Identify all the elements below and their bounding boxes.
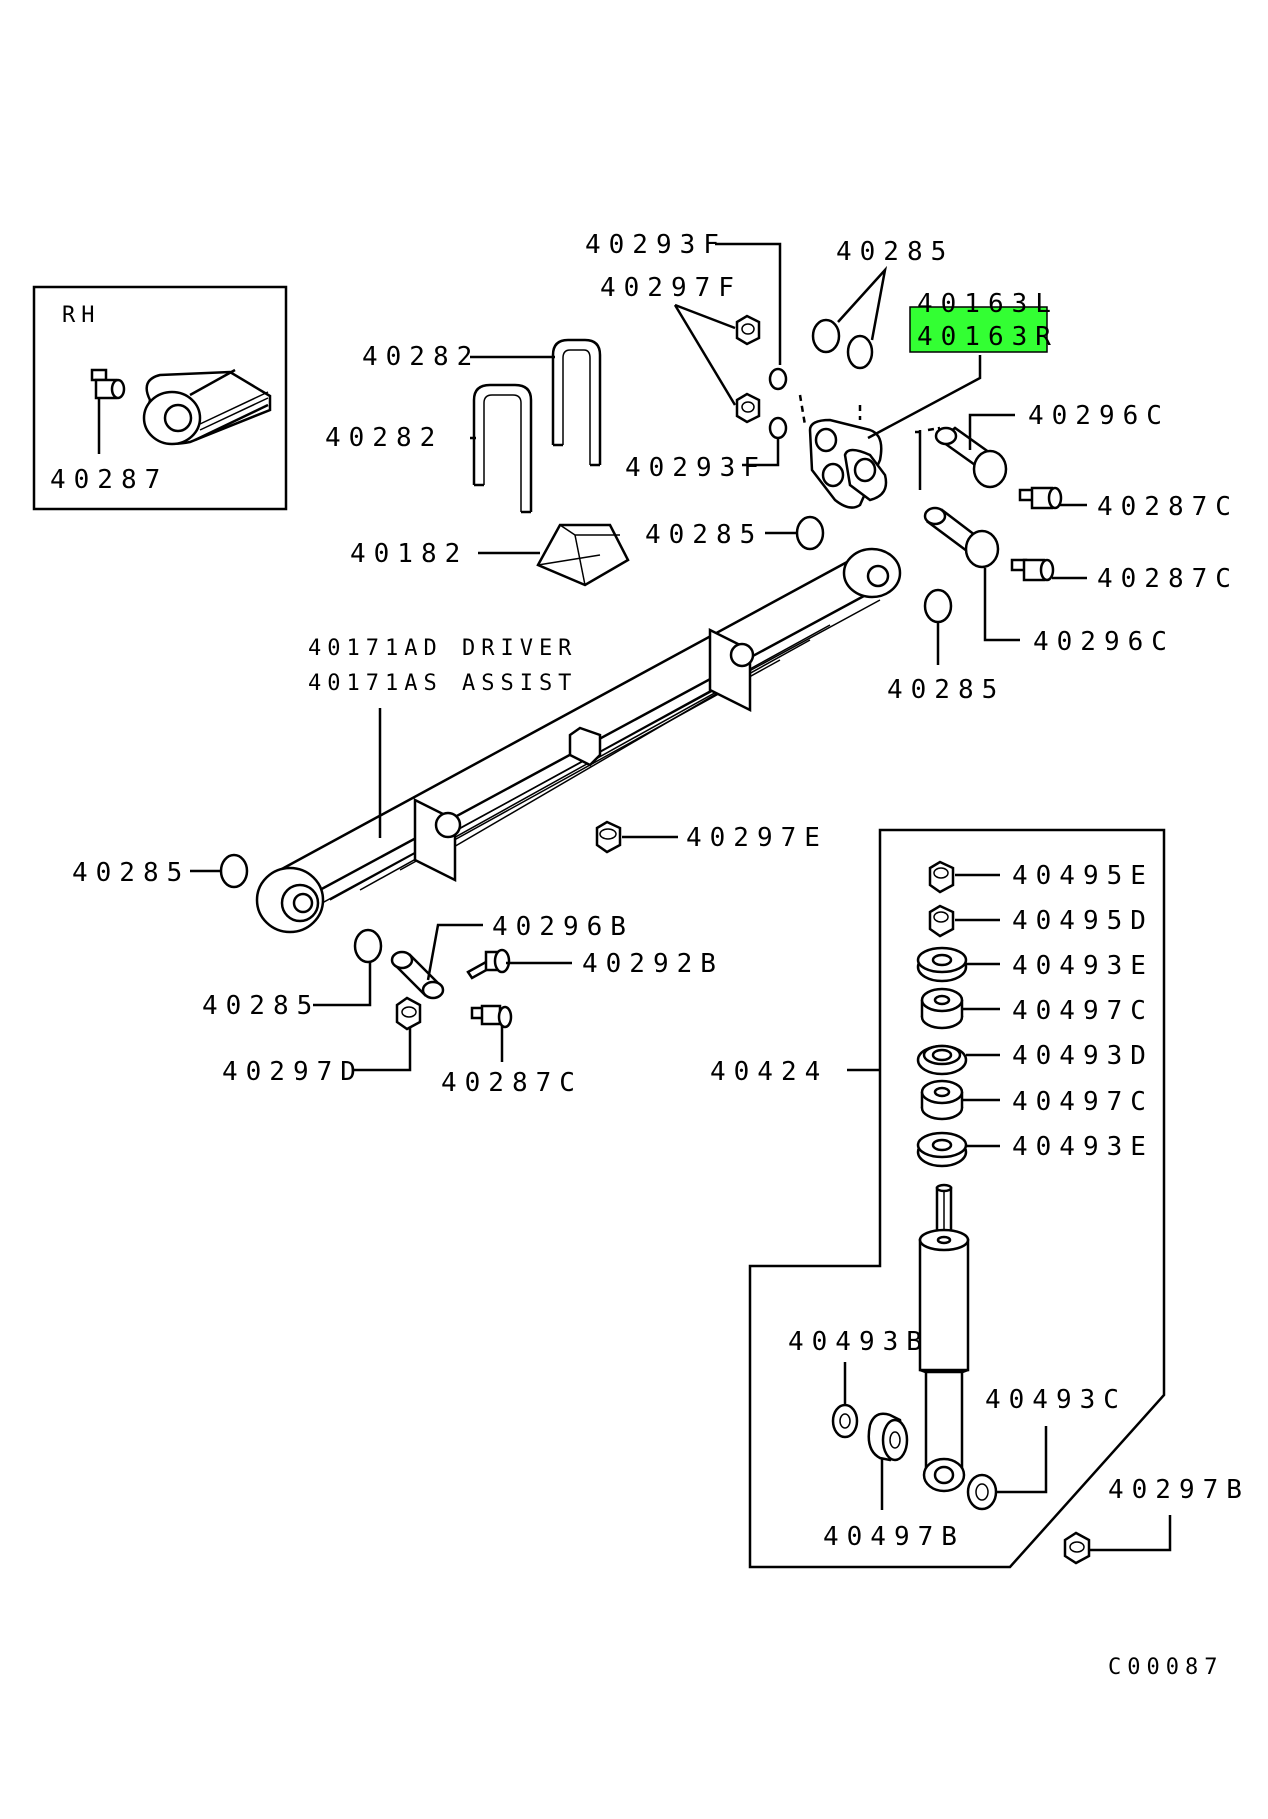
part-label-40493B[interactable]: 40493B (788, 1327, 930, 1357)
nut-40297D-icon (395, 996, 422, 1031)
shock-absorber-group-frame (748, 828, 1166, 1569)
washer-40493B-icon (831, 1403, 859, 1439)
part-label-40285-mid[interactable]: 40285 (645, 520, 763, 550)
part-label-40493D[interactable]: 40493D (1012, 1041, 1154, 1071)
washer-left-icon (219, 853, 249, 889)
part-label-40285-left[interactable]: 40285 (72, 858, 190, 888)
grease-nipple-a-icon (1018, 486, 1063, 510)
nut-40297B-icon (1063, 1531, 1091, 1565)
pin-40296B-icon (390, 950, 445, 1000)
u-bolt-rear-icon (551, 338, 602, 467)
part-label-40495D[interactable]: 40495D (1012, 906, 1154, 936)
part-label-40287-inset[interactable]: 40287 (50, 465, 168, 495)
part-label-40182[interactable]: 40182 (350, 539, 468, 569)
shock-absorber-icon (918, 1183, 970, 1493)
cup-washer-40493E-a-icon (916, 946, 968, 983)
part-label-40297D[interactable]: 40297D (222, 1057, 364, 1087)
part-label-40285-top[interactable]: 40285 (836, 237, 954, 267)
part-label-40163R[interactable]: 40163R (917, 322, 1059, 352)
part-label-40297B[interactable]: 40297B (1108, 1475, 1250, 1505)
rh-label: RH (62, 303, 101, 328)
part-label-40163L[interactable]: 40163L (917, 289, 1059, 319)
u-bolt-front-icon (472, 383, 533, 514)
part-label-40287C-b[interactable]: 40287C (1097, 564, 1239, 594)
spring-seat-icon (536, 523, 630, 587)
leaf-spring-icon (255, 547, 902, 934)
nut-40495E-icon (928, 860, 955, 894)
part-label-40287C-a[interactable]: 40287C (1097, 492, 1239, 522)
part-label-40497C-a[interactable]: 40497C (1012, 996, 1154, 1026)
part-label-40424[interactable]: 40424 (710, 1057, 828, 1087)
washer-top-b-icon (846, 334, 874, 370)
bolt-40292B-icon (466, 948, 511, 980)
cup-washer-40493D-icon (916, 1044, 968, 1076)
part-label-40493E-b[interactable]: 40493E (1012, 1132, 1154, 1162)
highlighted-part-box[interactable] (909, 306, 1048, 353)
part-label-40293F-mid[interactable]: 40293F (625, 453, 767, 483)
shackle-pin-lower-icon (923, 506, 1000, 569)
washer-40493C-icon (966, 1473, 998, 1511)
part-label-40285-right[interactable]: 40285 (887, 675, 1005, 705)
part-label-40282-b[interactable]: 40282 (325, 423, 443, 453)
part-label-40282-a[interactable]: 40282 (362, 342, 480, 372)
part-label-40493E-a[interactable]: 40493E (1012, 951, 1154, 981)
nut-40495D-icon (928, 904, 955, 938)
washer-top-a-icon (811, 318, 841, 354)
part-label-40285-low[interactable]: 40285 (202, 991, 320, 1021)
part-label-40493C[interactable]: 40493C (985, 1385, 1127, 1415)
washer-40293F-lower-icon (768, 416, 788, 440)
inset-spring-eye-icon (142, 368, 272, 446)
part-label-40171AS[interactable]: 40171AS ASSIST (308, 671, 577, 696)
washer-40293F-upper-icon (768, 367, 788, 391)
part-label-40171AD[interactable]: 40171AD DRIVER (308, 636, 577, 661)
bushing-40497B-icon (867, 1412, 909, 1462)
grease-nipple-low-icon (470, 1004, 513, 1029)
shackle-pin-upper-icon (927, 426, 1008, 489)
washer-mid-icon (795, 515, 825, 551)
inset-bolt-icon (90, 368, 126, 400)
part-label-40297E[interactable]: 40297E (686, 823, 828, 853)
bushing-40497C-a-icon (920, 987, 964, 1030)
bushing-40497C-b-icon (920, 1079, 964, 1121)
part-label-40297F[interactable]: 40297F (600, 273, 742, 303)
shackle-plate-icon (798, 394, 888, 509)
part-label-40497B[interactable]: 40497B (823, 1522, 965, 1552)
rh-inset: RH 40287 (32, 285, 288, 511)
part-label-40296C-top[interactable]: 40296C (1028, 401, 1170, 431)
diagram-code: C00087 (1108, 1655, 1223, 1680)
washer-low-icon (353, 928, 383, 964)
nut-40297F-upper-icon (735, 314, 761, 346)
part-label-40287C-c[interactable]: 40287C (441, 1068, 583, 1098)
part-label-40497C-b[interactable]: 40497C (1012, 1087, 1154, 1117)
part-label-40296C-low[interactable]: 40296C (1033, 627, 1175, 657)
nut-40297F-lower-icon (735, 392, 761, 424)
part-label-40293F-top[interactable]: 40293F (585, 230, 727, 260)
nut-40297E-icon (595, 820, 622, 854)
part-label-40292B[interactable]: 40292B (582, 949, 724, 979)
part-label-40296B[interactable]: 40296B (492, 912, 634, 942)
grease-nipple-b-icon (1010, 558, 1055, 582)
washer-right-icon (923, 588, 953, 624)
part-label-40495E[interactable]: 40495E (1012, 861, 1154, 891)
cup-washer-40493E-b-icon (916, 1131, 968, 1168)
